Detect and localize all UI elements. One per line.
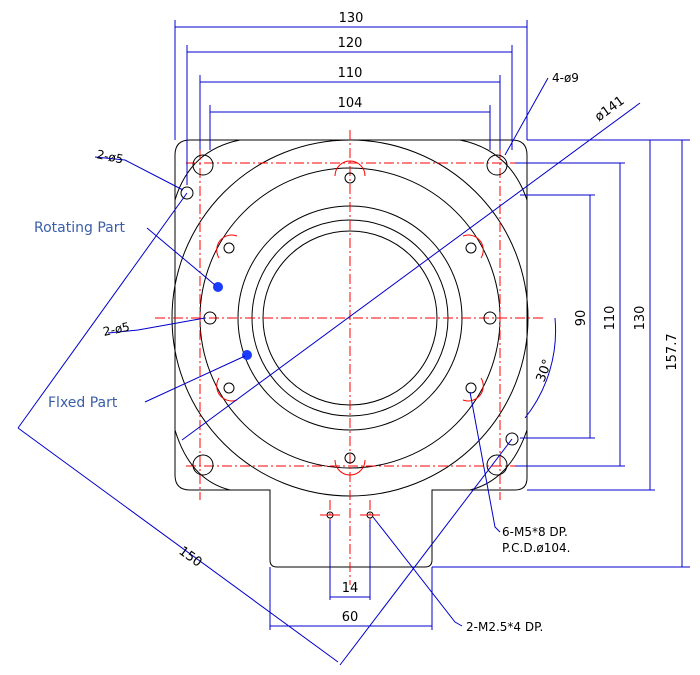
note-corner-holes: 4-ø9 — [552, 71, 579, 85]
dim-150-lines — [17, 192, 513, 666]
dim-157-right: 157.7 — [665, 333, 680, 370]
note-left-holes: 2-ø5 — [102, 320, 131, 339]
dim-141-line — [181, 102, 641, 441]
bottom-dimensions — [269, 520, 433, 630]
dim-14: 14 — [342, 581, 359, 596]
corner-relief-arcs — [174, 139, 528, 491]
small-hole-right — [483, 311, 497, 325]
dim-90-right: 90 — [574, 310, 589, 327]
dim-141: ø141 — [592, 93, 627, 124]
rotating-part-marker — [213, 282, 223, 292]
small-hole-tl — [180, 186, 194, 200]
tapped-holes-m5 — [216, 160, 484, 476]
small-hole-br — [505, 432, 519, 446]
dim-60: 60 — [342, 610, 359, 625]
corner-hole-bl — [192, 454, 214, 476]
dim-130-right: 130 — [633, 306, 648, 331]
note-m5-line1: 6-M5*8 DP. — [502, 525, 568, 539]
small-holes — [180, 186, 519, 446]
dim-120-top: 120 — [338, 36, 363, 51]
dim-110-top: 110 — [338, 66, 363, 81]
corner-hole-tr — [486, 154, 508, 176]
corner-hole-br — [486, 454, 508, 476]
note-m25: 2-M2.5*4 DP. — [466, 620, 543, 634]
note-m5-line2: P.C.D.ø104. — [502, 541, 571, 555]
dim-104-top: 104 — [338, 96, 363, 111]
note-top-left-holes: 2-ø5 — [95, 147, 124, 166]
label-rotating-part: Rotating Part — [34, 220, 125, 236]
dim-110-right: 110 — [603, 306, 618, 331]
dim-angle-30: 30° — [534, 357, 556, 384]
centerlines — [155, 130, 545, 600]
leaders — [94, 77, 549, 627]
right-dimensions — [432, 139, 690, 568]
corner-hole-tl — [192, 154, 214, 176]
top-dimensions — [174, 20, 528, 185]
label-fixed-part: Flxed Part — [48, 395, 118, 411]
fixed-part-marker — [242, 350, 252, 360]
angle-arc — [524, 317, 557, 419]
housing-outline — [174, 139, 528, 568]
tapped-holes-m25 — [320, 511, 380, 519]
corner-holes — [192, 154, 508, 476]
dim-130-top: 130 — [339, 11, 364, 26]
dim-150: 150 — [176, 544, 205, 571]
